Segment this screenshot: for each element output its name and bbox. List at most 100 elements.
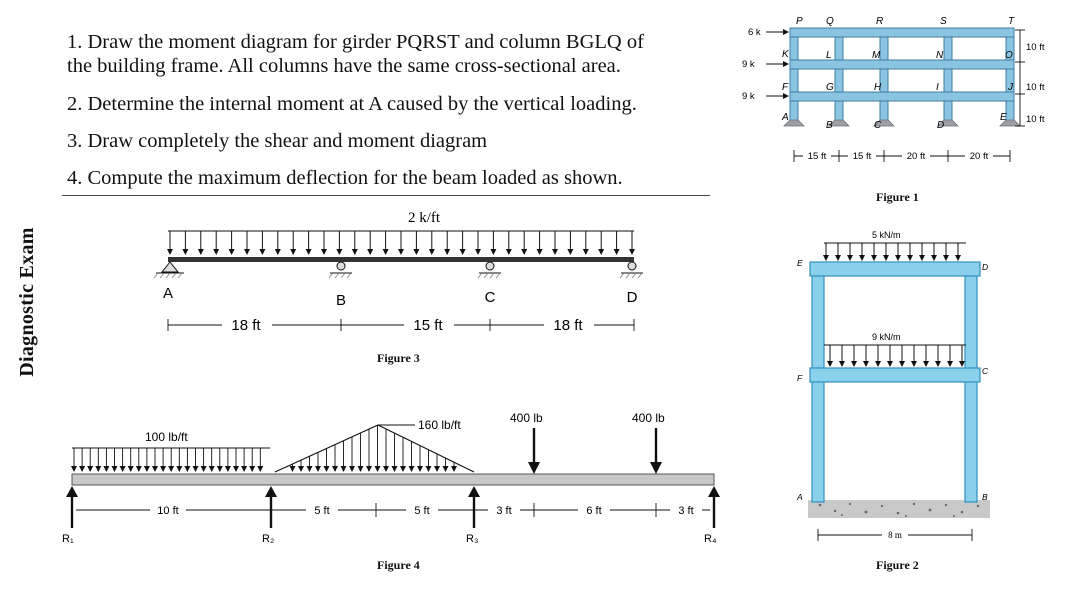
fig1-node-t: T	[1008, 16, 1015, 27]
fig1-node-a: A	[781, 112, 789, 123]
fig4-dim-2: 5 ft	[314, 505, 329, 517]
fig1-node-n: N	[936, 50, 944, 61]
fig4-triangular-load	[274, 424, 475, 473]
fig1-node-k: K	[782, 49, 790, 60]
fig1-node-l: L	[826, 50, 832, 61]
fig1-column-c	[879, 29, 889, 123]
fig1-support-b	[828, 119, 850, 127]
fig4-reaction-arrow-3	[468, 486, 480, 497]
fig1-height-3: 10 ft	[1026, 114, 1045, 125]
fig1-span-4: 20 ft	[970, 151, 989, 162]
fig4-point-load-1	[528, 462, 540, 474]
figure-4: 100 lb/ft 160 lb/ft 400 lb 400 lb R₁ R₂ …	[62, 411, 720, 545]
fig4-dim-6: 3 ft	[678, 505, 693, 517]
fig3-load-label: 2 k/ft	[408, 210, 441, 226]
fig1-node-b: B	[826, 120, 833, 131]
fig1-span-3: 20 ft	[907, 151, 926, 162]
question-3: 3. Draw completely the shear and moment …	[67, 130, 488, 152]
question-4: 4. Compute the maximum deflection for th…	[67, 167, 623, 189]
fig1-load-6k: 6 k	[748, 27, 761, 38]
fig2-node-b: B	[982, 492, 988, 502]
fig1-node-r: R	[876, 16, 883, 27]
question-2: 2. Determine the internal moment at A ca…	[67, 93, 637, 115]
fig1-column-e	[1005, 29, 1015, 123]
fig3-label-a: A	[163, 285, 173, 302]
fig1-node-i: I	[936, 82, 939, 93]
fig1-node-c: C	[874, 120, 882, 131]
fig1-girder-top	[789, 27, 1015, 38]
fig4-dim-3: 5 ft	[414, 505, 429, 517]
fig2-right-column	[964, 265, 978, 503]
fig3-label-b: B	[336, 292, 346, 309]
fig2-left-column	[811, 265, 825, 503]
fig1-node-g: G	[826, 82, 834, 93]
question-1-line-1: 1. Draw the moment diagram for girder PQ…	[67, 31, 644, 53]
figure-4-caption: Figure 4	[377, 558, 420, 572]
fig4-peak-load-label: 160 lb/ft	[418, 418, 461, 432]
fig4-dim-4: 3 ft	[496, 505, 511, 517]
fig1-node-j: J	[1007, 82, 1014, 93]
fig2-node-d: D	[982, 262, 988, 272]
fig2-mid-beam	[809, 367, 981, 383]
fig3-span-3: 18 ft	[553, 317, 583, 334]
fig1-column-d	[943, 29, 953, 123]
fig1-node-m: M	[872, 50, 881, 61]
fig1-node-e: E	[1000, 112, 1007, 123]
fig4-point-load-2	[650, 462, 662, 474]
figure-3-caption: Figure 3	[377, 351, 420, 365]
fig1-height-2: 10 ft	[1026, 82, 1045, 93]
fig4-reaction-r1: R₁	[62, 533, 74, 545]
fig3-support-a	[160, 261, 180, 273]
fig3-support-d	[627, 261, 637, 271]
fig4-point-load-2-label: 400 lb	[632, 411, 665, 425]
fig3-label-d: D	[627, 289, 638, 306]
fig1-span-1: 15 ft	[808, 151, 827, 162]
figure-2: 5 kN/m 9 kN/m E D F C A B 8 m	[796, 230, 990, 541]
fig4-beam	[71, 473, 715, 486]
fig1-node-p: P	[796, 16, 803, 27]
fig1-node-o: O	[1005, 50, 1013, 61]
fig1-node-h: H	[874, 82, 882, 93]
fig1-node-q: Q	[826, 16, 834, 27]
figure-3: 2 k/ft A B C D	[153, 210, 643, 334]
fig1-node-s: S	[940, 16, 947, 27]
fig2-node-e: E	[797, 258, 803, 268]
fig3-support-b	[336, 261, 346, 271]
fig1-support-d	[937, 119, 959, 127]
fig1-girder-low	[789, 91, 1015, 102]
fig4-reaction-r4: R₄	[704, 533, 717, 545]
fig4-reaction-arrow-2	[265, 486, 277, 497]
fig1-span-2: 15 ft	[853, 151, 872, 162]
fig1-support-c	[873, 119, 895, 127]
divider-line	[62, 195, 710, 196]
figure-2-caption: Figure 2	[876, 558, 919, 572]
fig4-point-load-1-label: 400 lb	[510, 411, 543, 425]
fig1-girder-mid	[789, 59, 1015, 70]
fig2-top-beam	[809, 261, 981, 277]
figure-1-caption: Figure 1	[876, 190, 919, 204]
fig1-node-d: D	[937, 120, 944, 131]
question-1-line-2: the building frame. All columns have the…	[67, 55, 621, 77]
figure-1: P Q R S T K L M N O F G H I J A B C D E	[742, 16, 1045, 162]
fig4-uniform-load-label: 100 lb/ft	[145, 430, 188, 444]
fig3-support-c	[485, 261, 495, 271]
fig1-node-f: F	[782, 82, 789, 93]
fig1-support-a	[783, 119, 805, 127]
fig4-dim-1: 10 ft	[157, 505, 178, 517]
fig2-node-f: F	[797, 373, 803, 383]
fig1-column-a	[789, 29, 799, 123]
fig4-reaction-arrow-1	[66, 486, 78, 497]
fig2-node-a: A	[796, 492, 803, 502]
fig4-reaction-r3: R₃	[466, 533, 478, 545]
fig3-span-2: 15 ft	[413, 317, 443, 334]
fig1-support-e	[999, 119, 1021, 127]
fig2-ground	[808, 500, 990, 518]
fig2-mid-load-label: 9 kN/m	[872, 332, 901, 342]
fig4-reaction-arrow-4	[708, 486, 720, 497]
fig3-span-1: 18 ft	[231, 317, 261, 334]
fig4-dim-5: 6 ft	[586, 505, 601, 517]
fig3-label-c: C	[485, 289, 496, 306]
fig1-load-9k-lower: 9 k	[742, 91, 755, 102]
fig4-reaction-r2: R₂	[262, 533, 274, 545]
